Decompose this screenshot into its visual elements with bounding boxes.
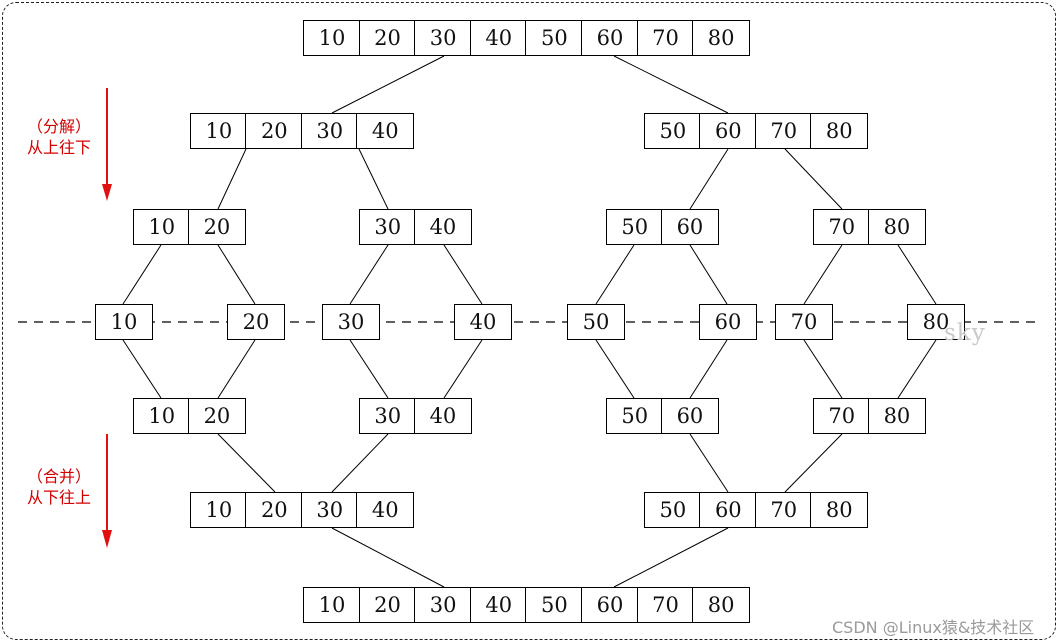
merge2-cell: 50 [644, 492, 702, 528]
split2-cell: 50 [606, 209, 664, 245]
merge2-cell: 80 [810, 492, 869, 528]
merge-label-line2: 从下往上 [26, 488, 91, 507]
merge2-cell: 20 [245, 492, 304, 528]
split-label: （分解） 从上往下 [20, 116, 98, 158]
top-cell: 40 [469, 20, 528, 56]
connector-line [613, 527, 729, 588]
connector-line [217, 339, 256, 399]
singles-cell: 10 [95, 304, 153, 340]
bottom-cell: 10 [303, 587, 361, 623]
connector-line [803, 339, 843, 399]
connector-line [331, 55, 445, 114]
singles-cell: 20 [227, 304, 285, 340]
top-cell: 50 [525, 20, 584, 56]
connector-line [784, 433, 843, 493]
connector-line [613, 55, 729, 114]
split2-cell: 60 [661, 209, 719, 245]
top-cell: 60 [581, 20, 639, 56]
split2-cell: 70 [813, 209, 871, 245]
split2-cell: 10 [133, 209, 191, 245]
connector-line [689, 339, 728, 399]
connector-line [349, 339, 389, 399]
connector-line [358, 148, 389, 210]
top-cell: 70 [636, 20, 695, 56]
connector-line [331, 527, 445, 588]
bottom-cell: 30 [414, 587, 473, 623]
connector-line [217, 148, 247, 210]
split1-cell: 60 [699, 113, 758, 149]
merge2-cell: 10 [190, 492, 248, 528]
connector-line [443, 339, 483, 399]
connector-line [689, 433, 729, 493]
singles-cell: 30 [322, 304, 380, 340]
connector-line [595, 339, 635, 399]
merge1-cell: 20 [188, 398, 246, 434]
split1-cell: 20 [245, 113, 304, 149]
connector-line [689, 244, 728, 305]
merge1-cell: 40 [414, 398, 472, 434]
connector-line [897, 244, 937, 305]
connector-line [443, 244, 483, 305]
bottom-cell: 80 [692, 587, 751, 623]
merge-label-line1: （合并） [26, 467, 91, 486]
connector-line [349, 244, 389, 305]
split-arrow [102, 88, 112, 201]
connector-line [803, 244, 843, 305]
merge1-cell: 70 [813, 398, 871, 434]
merge2-cell: 30 [300, 492, 359, 528]
bottom-cell: 70 [636, 587, 695, 623]
top-cell: 80 [692, 20, 751, 56]
split2-cell: 80 [868, 209, 926, 245]
split2-cell: 40 [414, 209, 472, 245]
merge2-cell: 70 [754, 492, 813, 528]
singles-cell: 80 [907, 304, 965, 340]
split1-cell: 70 [754, 113, 813, 149]
connector-line [689, 148, 729, 210]
connector-line [897, 339, 937, 399]
split2-cell: 30 [359, 209, 417, 245]
connector-line [217, 433, 276, 493]
csdn-watermark: CSDN @Linux猿&技术社区 [832, 618, 1035, 637]
singles-cell: 60 [699, 304, 757, 340]
connector-line [784, 148, 843, 210]
split-label-line2: 从上往下 [26, 138, 91, 157]
merge1-cell: 50 [606, 398, 664, 434]
split2-cell: 20 [188, 209, 246, 245]
top-cell: 10 [303, 20, 361, 56]
connector-line [331, 433, 389, 493]
bottom-cell: 20 [358, 587, 417, 623]
singles-cell: 50 [567, 304, 625, 340]
merge2-cell: 40 [356, 492, 415, 528]
connector-line [217, 244, 256, 305]
bottom-cell: 50 [525, 587, 584, 623]
merge1-cell: 10 [133, 398, 191, 434]
split1-cell: 80 [810, 113, 869, 149]
connector-line [122, 244, 162, 305]
merge1-cell: 60 [661, 398, 719, 434]
singles-cell: 70 [775, 304, 833, 340]
merge-arrow [102, 434, 112, 548]
merge2-cell: 60 [699, 492, 758, 528]
split1-cell: 40 [356, 113, 415, 149]
split-label-line1: （分解） [26, 117, 91, 136]
merge1-cell: 80 [868, 398, 926, 434]
top-cell: 30 [414, 20, 473, 56]
split1-cell: 50 [644, 113, 702, 149]
split1-cell: 30 [300, 113, 359, 149]
split1-cell: 10 [190, 113, 248, 149]
top-cell: 20 [358, 20, 417, 56]
merge-label: （合并） 从下往上 [20, 466, 98, 508]
connector-line [122, 339, 162, 399]
connector-line [595, 244, 635, 305]
merge1-cell: 30 [359, 398, 417, 434]
bottom-cell: 60 [581, 587, 639, 623]
singles-cell: 40 [454, 304, 512, 340]
sky-watermark: sky [944, 320, 986, 346]
bottom-cell: 40 [469, 587, 528, 623]
